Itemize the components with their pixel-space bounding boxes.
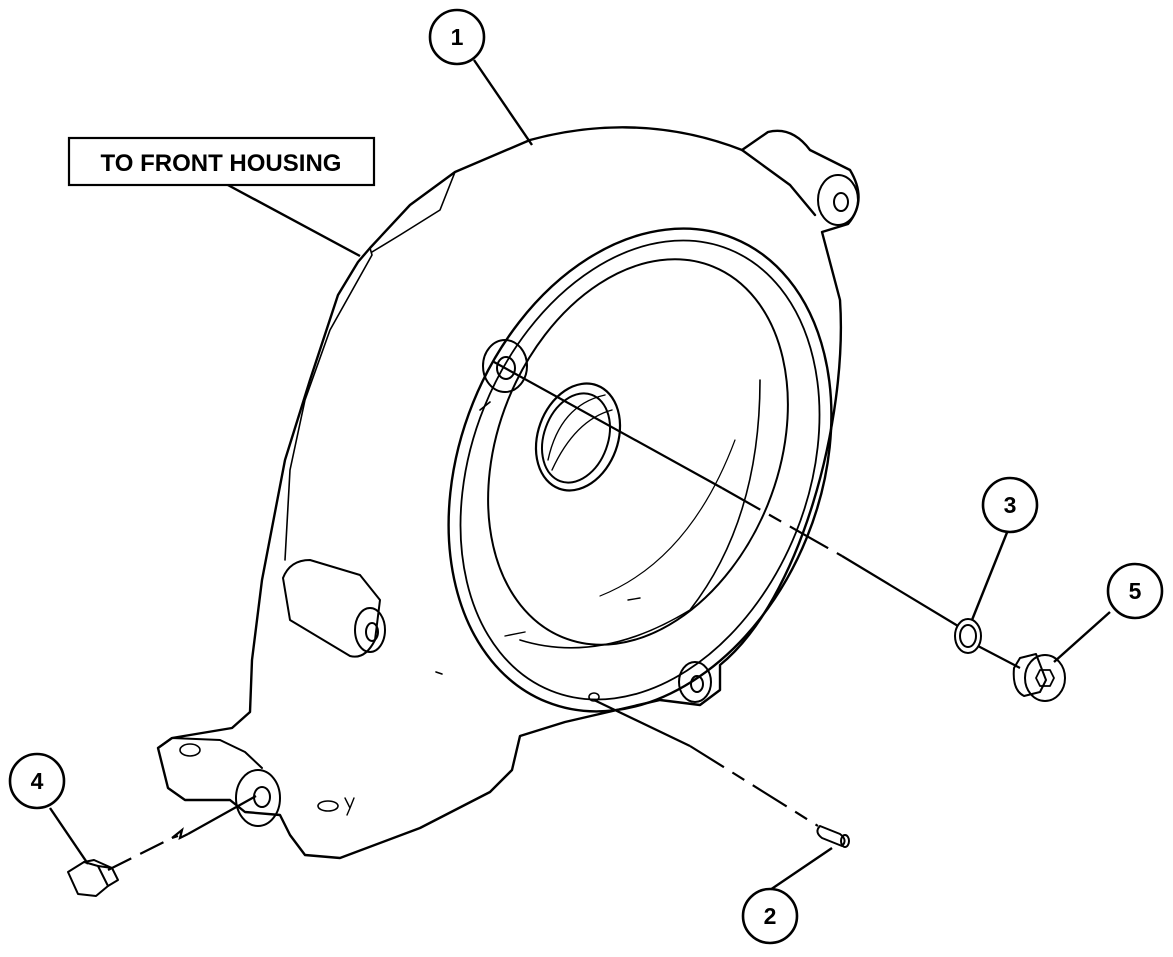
- housing-part: [156, 126, 860, 860]
- leader-5: [1053, 611, 1111, 663]
- leader-3: [970, 529, 1010, 621]
- leader-label: [225, 182, 361, 258]
- socket-head-plug-part: [1012, 653, 1066, 702]
- callout-number: 3: [1004, 492, 1017, 518]
- callout-4: 4: [8, 752, 66, 810]
- callout-1: 1: [428, 8, 486, 66]
- leader-lines: [49, 59, 1111, 891]
- label-box: [67, 136, 376, 187]
- callout-number: 1: [451, 24, 464, 50]
- callout-circle: [428, 8, 486, 66]
- callout-circle: [8, 752, 66, 810]
- callout-circle: [741, 887, 799, 945]
- callout-5: 5: [1106, 562, 1164, 620]
- callout-number: 4: [31, 768, 44, 794]
- leader-4: [49, 807, 89, 865]
- callout-circle: [1106, 562, 1164, 620]
- callout-circle: [981, 476, 1039, 534]
- callout-number: 2: [764, 903, 777, 929]
- leader-2: [769, 847, 833, 891]
- dowel-pin-part: [816, 825, 850, 848]
- leader-1: [473, 59, 533, 146]
- callout-number: 5: [1129, 578, 1142, 604]
- center-lines: [107, 361, 1021, 871]
- housing-outline: [156, 126, 860, 860]
- front-housing-label: TO FRONT HOUSING: [67, 136, 376, 187]
- label-text: TO FRONT HOUSING: [101, 150, 342, 177]
- callout-3: 3: [981, 476, 1039, 534]
- callout-2: 2: [741, 887, 799, 945]
- hex-plug-part: [67, 859, 119, 897]
- o-ring-washer-part: [954, 618, 982, 654]
